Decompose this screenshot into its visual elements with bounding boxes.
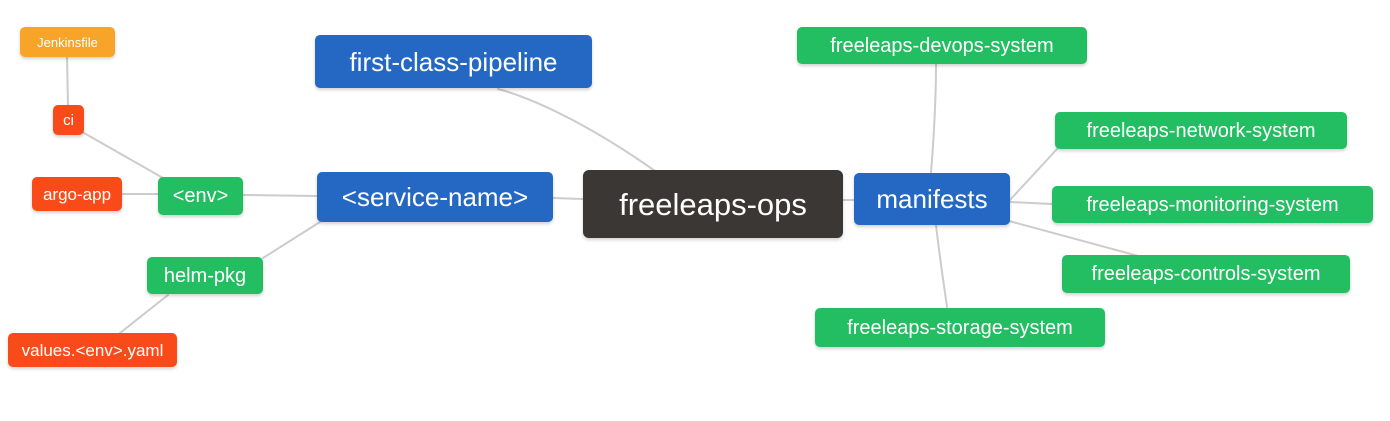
node-jenkinsfile[interactable]: Jenkinsfile: [20, 27, 115, 57]
node-freeleaps-network-system[interactable]: freeleaps-network-system: [1055, 112, 1347, 149]
edge-env-servicename: [242, 194, 318, 197]
edge-manifests-controls: [1008, 220, 1143, 258]
edge-manifests-monitoring: [1009, 201, 1053, 205]
edge-jenkinsfile-ci: [66, 56, 69, 106]
edge-manifests-storage: [935, 224, 948, 308]
node-argo-app[interactable]: argo-app: [32, 177, 122, 211]
node-freeleaps-storage-system[interactable]: freeleaps-storage-system: [815, 308, 1105, 347]
node-env[interactable]: <env>: [158, 177, 243, 215]
node-ci[interactable]: ci: [53, 105, 84, 135]
edge-ci-env: [83, 132, 164, 179]
edge-pipeline-ops: [497, 88, 656, 172]
node-freeleaps-controls-system[interactable]: freeleaps-controls-system: [1062, 255, 1350, 293]
node-values-env-yaml[interactable]: values.<env>.yaml: [8, 333, 177, 367]
node-helm-pkg[interactable]: helm-pkg: [147, 257, 263, 294]
node-manifests[interactable]: manifests: [854, 173, 1010, 225]
edge-manifests-network: [1009, 148, 1058, 201]
node-freeleaps-devops-system[interactable]: freeleaps-devops-system: [797, 27, 1087, 64]
edge-servicename-ops: [552, 197, 584, 200]
edge-helmpkg-servicename: [262, 221, 321, 259]
node-freeleaps-ops-root[interactable]: freeleaps-ops: [583, 170, 843, 238]
edge-manifests-devops: [930, 63, 937, 174]
node-first-class-pipeline[interactable]: first-class-pipeline: [315, 35, 592, 88]
edge-values-helmpkg: [119, 294, 169, 334]
node-freeleaps-monitoring-system[interactable]: freeleaps-monitoring-system: [1052, 186, 1373, 223]
node-service-name[interactable]: <service-name>: [317, 172, 553, 222]
